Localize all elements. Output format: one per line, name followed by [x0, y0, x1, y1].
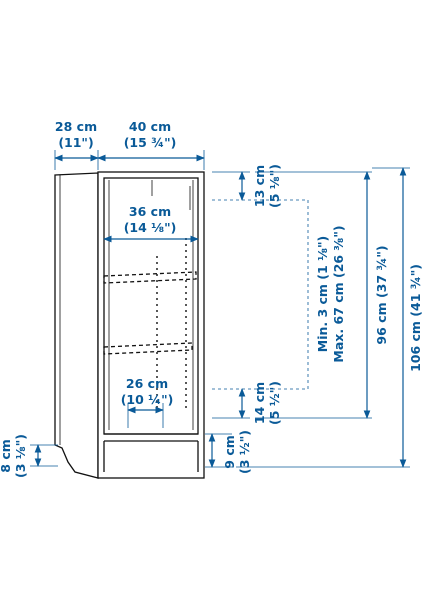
top-gap-label-cm: 13 cm — [252, 165, 267, 207]
shelf-range-min-label: Min. 3 cm (1 ⅛") — [315, 236, 330, 353]
plinth — [103, 441, 199, 472]
base-label-cm: 9 cm — [222, 435, 237, 468]
total-height-label: 106 cm (41 ¾") — [408, 264, 423, 372]
width-label-in: (15 ¾") — [124, 135, 177, 150]
inner-depth-label-in: (10 ¼") — [121, 392, 174, 407]
depth-label-in: (11") — [58, 135, 93, 150]
dimension-labels: 28 cm (11") 40 cm (15 ¾") 36 cm (14 ⅛") … — [0, 119, 423, 478]
bottom-gap-label-cm: 14 cm — [252, 382, 267, 424]
plinth-label-in: (3 ⅛") — [13, 434, 28, 478]
bookcase-drawing — [54, 171, 205, 479]
shelf-range-max-label: Max. 67 cm (26 ⅜") — [331, 225, 346, 362]
front-frame-outer — [97, 171, 205, 479]
inner-width-label-cm: 36 cm — [129, 204, 171, 219]
depth-label-cm: 28 cm — [55, 119, 97, 134]
bottom-shelf — [104, 433, 198, 442]
middle-shelf — [103, 342, 193, 355]
side-panel — [54, 172, 99, 479]
inner-depth-label-cm: 26 cm — [126, 376, 168, 391]
plinth-label-cm: 8 cm — [0, 439, 13, 472]
inner-height-label: 96 cm (37 ¾") — [374, 245, 389, 344]
base-label-in: (3 ½") — [237, 430, 252, 474]
inner-width-label-in: (14 ⅛") — [124, 220, 177, 235]
top-gap-label-in: (5 ⅛") — [267, 164, 282, 208]
upper-shelf — [103, 271, 197, 284]
dimension-lines — [30, 150, 410, 468]
width-label-cm: 40 cm — [129, 119, 171, 134]
bottom-gap-label-in: (5 ½") — [267, 381, 282, 425]
